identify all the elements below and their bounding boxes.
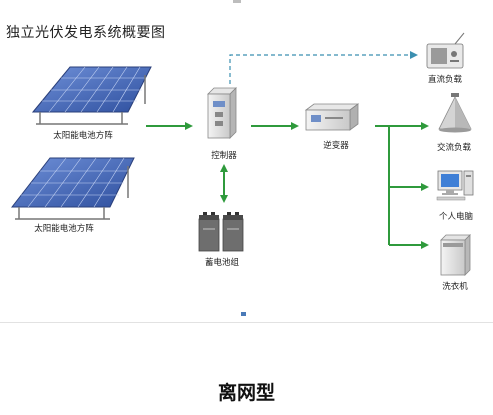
top-scroll-marker <box>233 0 241 3</box>
radio-icon <box>426 32 465 69</box>
solar-array-1-label: 太阳能电池方阵 <box>53 130 113 141</box>
lamp-icon <box>438 93 472 133</box>
controller-label: 控制器 <box>211 150 237 161</box>
washing-machine-icon <box>440 234 471 276</box>
washing-machine: 洗衣机 <box>440 234 471 292</box>
inverter-icon <box>304 103 360 131</box>
solar-panel-icon <box>10 157 135 220</box>
figure-caption: 离网型 <box>217 382 275 404</box>
controller: 控制器 <box>207 87 237 161</box>
battery-icon <box>198 212 244 252</box>
ac-load: 交流负载 <box>437 93 472 153</box>
solar-panel-icon <box>31 66 152 125</box>
solar-array-2-label: 太阳能电池方阵 <box>34 223 94 234</box>
washer-label: 洗衣机 <box>442 281 468 292</box>
system-diagram: 太阳能电池方阵 <box>10 32 474 292</box>
connections <box>146 51 429 249</box>
personal-computer: 个人电脑 <box>436 170 474 222</box>
battery-bank: 蓄电池组 <box>198 212 244 268</box>
pc-label: 个人电脑 <box>439 211 474 222</box>
controller-icon <box>207 87 237 139</box>
dashed-arrow-controller-to-dc-load <box>229 51 418 84</box>
inverter-label: 逆变器 <box>323 140 349 151</box>
bottom-scroll-marker <box>241 312 246 316</box>
computer-icon <box>436 170 474 201</box>
battery-label: 蓄电池组 <box>205 257 240 268</box>
diagram-figure: 独立光伏发电系统概要图 <box>0 0 493 323</box>
inverter: 逆变器 <box>304 103 360 151</box>
dc-load-label: 直流负载 <box>428 74 463 85</box>
ac-load-label: 交流负载 <box>437 142 472 153</box>
solar-array-2: 太阳能电池方阵 <box>10 157 135 234</box>
diagram-title: 独立光伏发电系统概要图 <box>6 25 166 41</box>
solar-array-1: 太阳能电池方阵 <box>31 66 152 141</box>
dc-load: 直流负载 <box>426 32 465 85</box>
